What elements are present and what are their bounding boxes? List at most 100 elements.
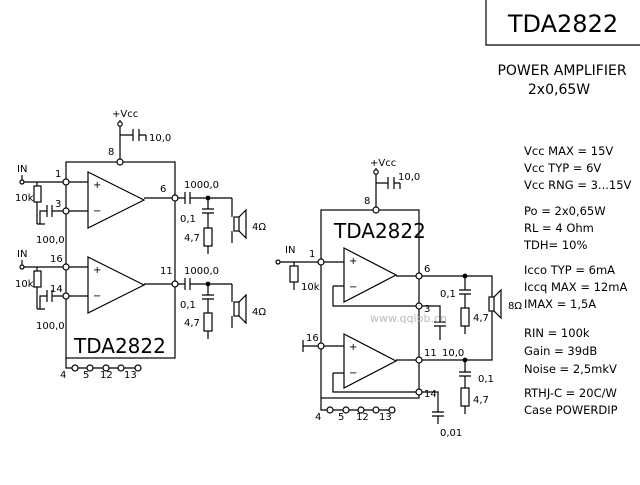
right-pin-16: 16 <box>306 333 319 344</box>
left-input-1-resistor <box>33 185 42 203</box>
right-pin-13: 13 <box>379 412 392 423</box>
left-pin-16: 16 <box>50 254 63 265</box>
left-pin-13: 13 <box>124 370 137 381</box>
spec-rl: RL = 4 Ohm <box>524 221 594 235</box>
left-pin-8: 8 <box>108 147 114 158</box>
left-input-1-label: IN <box>17 164 27 175</box>
left-pin-4: 4 <box>60 370 66 381</box>
right-pin-12: 12 <box>356 412 369 423</box>
left-feedback-cap-2-value: 100,0 <box>36 321 65 332</box>
left-pin-14: 14 <box>50 284 63 295</box>
left-input-2-label: IN <box>17 249 27 260</box>
right-circuit: +Vcc 10,0 8 TDA2822 + − + − 1 16 6 3 11 … <box>275 158 522 439</box>
left-zobel-capacitor-1 <box>202 198 214 228</box>
left-output-capacitor-2 <box>178 278 232 290</box>
left-speaker-1-icon <box>233 216 240 232</box>
right-pin-4: 4 <box>315 412 321 423</box>
right-pin-5: 5 <box>338 412 344 423</box>
left-input-2-resistor-value: 10k <box>15 279 34 290</box>
spec-icco-typ: Icco TYP = 6mA <box>524 263 615 277</box>
left-supply-capacitor <box>120 129 147 141</box>
left-input-1-resistor-value: 10k <box>15 193 34 204</box>
spec-vcc-max: Vcc MAX = 15V <box>524 144 613 158</box>
left-chip-label: TDA2822 <box>73 334 166 358</box>
title-block: TDA2822 POWER AMPLIFIER 2x0,65W <box>485 0 640 98</box>
left-feedback-capacitor-1 <box>39 205 63 224</box>
spec-po: Po = 2x0,65W <box>524 204 606 218</box>
title-part-number: TDA2822 <box>507 10 618 38</box>
right-input-label: IN <box>285 245 295 256</box>
right-pin-1: 1 <box>309 249 315 260</box>
left-amplifier-1 <box>87 171 146 229</box>
right-speaker-icon <box>488 296 495 312</box>
left-feedback-capacitor-2 <box>39 290 63 309</box>
title-subtitle-line2: 2x0,65W <box>528 82 590 98</box>
svg-text:−: − <box>349 282 357 293</box>
left-zobel-cap-2-value: 0,1 <box>180 300 196 311</box>
left-pin-6: 6 <box>160 184 166 195</box>
right-zobel-res-1-value: 4,7 <box>473 313 489 324</box>
left-pin-1: 1 <box>55 169 61 180</box>
svg-text:+: + <box>349 342 357 353</box>
right-supply-cap-value: 10,0 <box>398 172 420 183</box>
left-output-capacitor-1 <box>178 192 232 204</box>
right-bootstrap-cap-value: 0,01 <box>440 428 462 439</box>
right-zobel-cap-1-value: 0,1 <box>440 289 456 300</box>
left-input-2-resistor <box>33 270 42 288</box>
title-frame <box>485 0 640 46</box>
right-amplifier-1 <box>343 247 398 303</box>
left-zobel-resistor-1 <box>203 227 213 247</box>
right-bridge-cap-value: 10,0 <box>442 348 464 359</box>
svg-text:+: + <box>93 265 101 276</box>
right-supply-capacitor <box>376 177 401 189</box>
spec-rthj: RTHJ-C = 20C/W <box>524 386 617 400</box>
spec-case: Case POWERDIP <box>524 403 618 417</box>
right-zobel-resistor-2 <box>460 387 470 407</box>
spec-list: Vcc MAX = 15V Vcc TYP = 6V Vcc RNG = 3..… <box>523 144 632 417</box>
left-zobel-res-2-value: 4,7 <box>184 318 200 329</box>
right-vcc-label: +Vcc <box>370 158 396 169</box>
right-input-resistor-value: 10k <box>301 282 320 293</box>
right-amplifier-2 <box>343 333 398 389</box>
left-pin-3: 3 <box>55 199 61 210</box>
left-output-cap-1-value: 1000,0 <box>184 180 219 191</box>
left-supply-cap-value: 10,0 <box>149 133 171 144</box>
spec-imax: IMAX = 1,5A <box>524 297 596 311</box>
spec-vcc-range: Vcc RNG = 3...15V <box>524 178 632 192</box>
spec-noise: Noise = 2,5mkV <box>524 362 617 376</box>
left-circuit: +Vcc 10,0 8 TDA2822 + − + − 1 3 6 16 14 … <box>15 109 266 381</box>
right-pin-14: 14 <box>424 389 437 400</box>
left-pin-12: 12 <box>100 370 113 381</box>
right-bootstrap-capacitor <box>422 391 444 424</box>
left-pin-11: 11 <box>160 266 173 277</box>
right-zobel-res-2-value: 4,7 <box>473 395 489 406</box>
spec-thd: TDH= 10% <box>523 238 587 252</box>
spec-gain: Gain = 39dB <box>524 344 597 358</box>
title-subtitle-line1: POWER AMPLIFIER <box>497 63 626 79</box>
right-pin-6: 6 <box>424 264 430 275</box>
spec-rin: RIN = 100k <box>524 326 590 340</box>
svg-text:−: − <box>349 368 357 379</box>
spec-iccq-max: Iccq MAX = 12mA <box>524 280 627 294</box>
svg-text:+: + <box>349 256 357 267</box>
right-bridge-capacitor <box>422 305 446 340</box>
right-input-2-ground <box>302 340 318 352</box>
left-zobel-res-1-value: 4,7 <box>184 233 200 244</box>
right-input-resistor <box>289 265 299 283</box>
left-pin-5: 5 <box>83 370 89 381</box>
watermark: www.qqibb.cn <box>370 312 447 325</box>
right-zobel-cap-2-value: 0,1 <box>478 374 494 385</box>
right-pin-3: 3 <box>424 304 430 315</box>
left-output-cap-2-value: 1000,0 <box>184 266 219 277</box>
left-chip-outline <box>65 161 176 359</box>
left-vcc-label: +Vcc <box>112 109 138 120</box>
right-speaker-value: 8Ω <box>508 301 522 312</box>
left-speaker-2-icon <box>233 301 240 317</box>
left-zobel-cap-1-value: 0,1 <box>180 214 196 225</box>
left-amplifier-2 <box>87 256 146 314</box>
spec-vcc-typ: Vcc TYP = 6V <box>524 161 601 175</box>
left-zobel-capacitor-2 <box>202 284 214 313</box>
right-pin-8: 8 <box>364 196 370 207</box>
right-chip-label: TDA2822 <box>333 219 426 243</box>
